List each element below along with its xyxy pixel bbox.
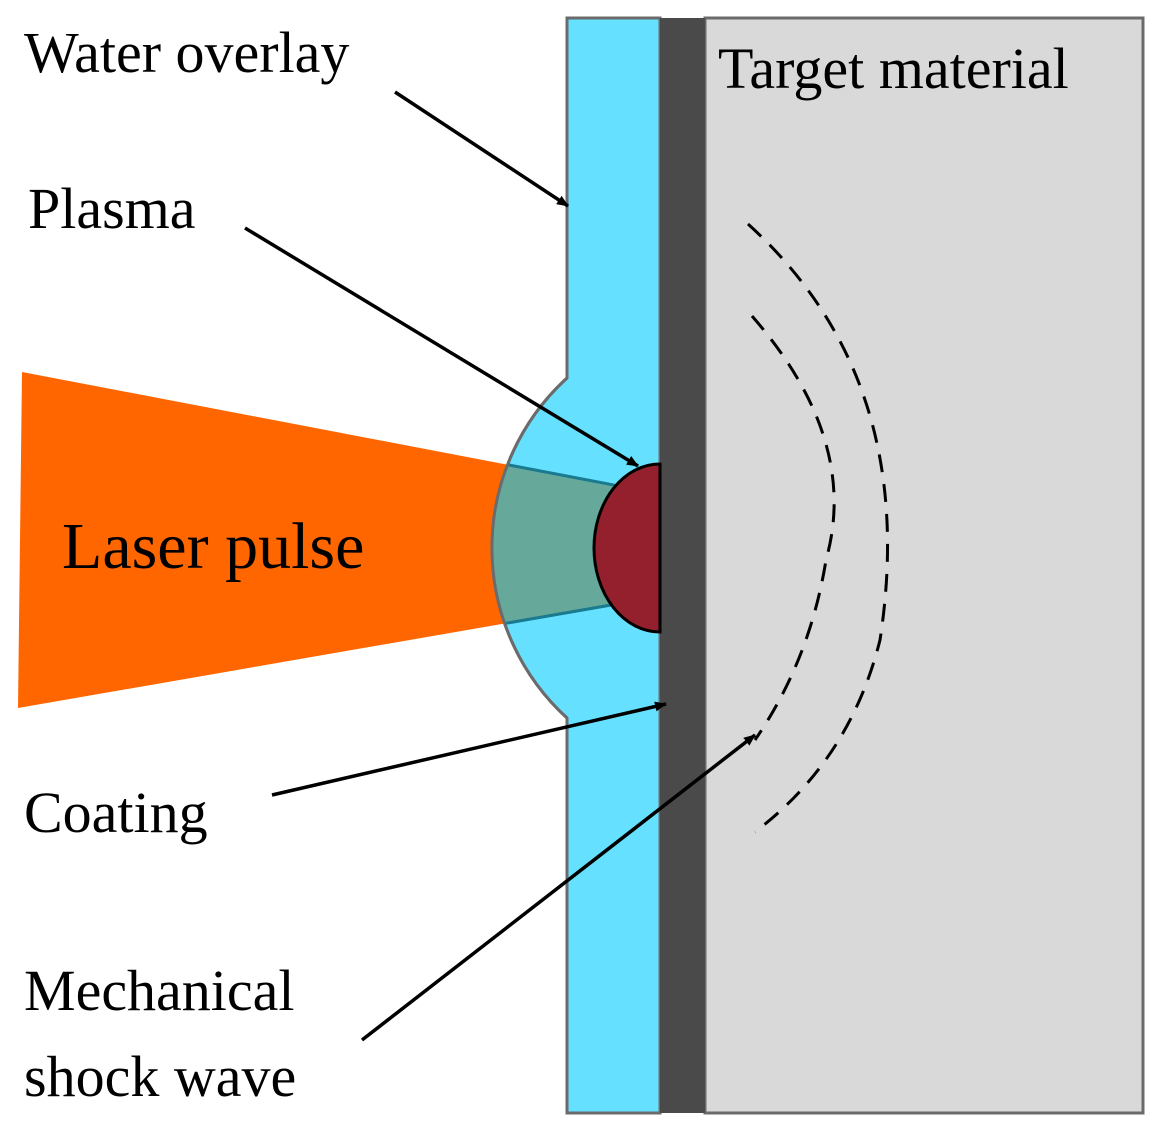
target-material-label: Target material bbox=[718, 36, 1069, 101]
laser-beam-edges bbox=[491, 370, 641, 710]
shock-wave-inner-arc bbox=[750, 315, 836, 741]
target-material-block bbox=[703, 16, 1145, 1115]
water-overlay-arrow bbox=[394, 90, 569, 208]
water-bulge-outline bbox=[490, 376, 569, 720]
shock-wave-label: shock wave bbox=[24, 1044, 296, 1109]
shock-wave-arrow bbox=[360, 733, 757, 1042]
shock-wave-outer-arc bbox=[746, 222, 890, 834]
coating-layer bbox=[660, 18, 705, 1113]
laser-pulse-label: Laser pulse bbox=[62, 510, 364, 583]
mechanical-label: Mechanical bbox=[24, 958, 295, 1023]
laser-pulse-beam bbox=[18, 372, 640, 708]
coating-label: Coating bbox=[24, 780, 208, 845]
plasma-label: Plasma bbox=[28, 176, 196, 241]
coating-arrow bbox=[271, 701, 667, 797]
water-overlay-label: Water overlay bbox=[24, 20, 349, 85]
plasma-blob bbox=[592, 462, 662, 634]
plasma-arrow bbox=[244, 226, 639, 468]
